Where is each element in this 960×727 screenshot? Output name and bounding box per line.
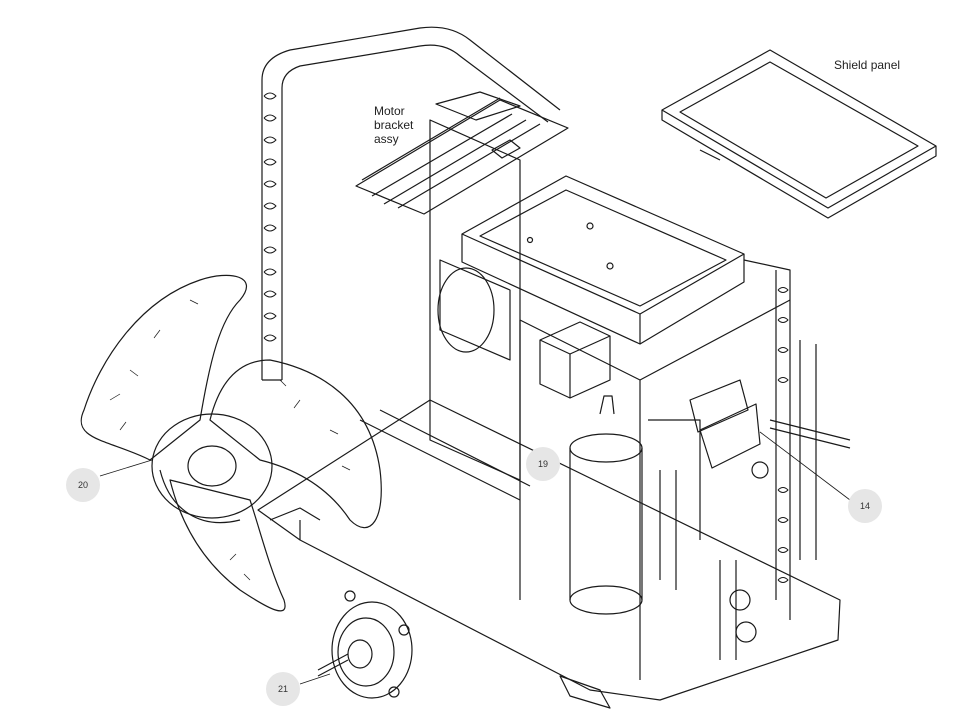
fan-blade <box>80 274 382 612</box>
callout-compressor: 19 <box>526 447 560 481</box>
base-pan <box>257 399 841 709</box>
partition-panel <box>429 119 521 481</box>
condenser-coil <box>261 26 561 381</box>
callout-valve: 14 <box>848 489 882 523</box>
reactor-block <box>539 321 611 399</box>
shield-panel <box>661 49 937 219</box>
callout-fan: 20 <box>66 468 100 502</box>
motor-bracket-label: Motor bracket assy <box>374 104 414 146</box>
cabinet-frame <box>519 259 791 680</box>
motor-bracket-assy <box>355 91 569 215</box>
piping-assembly <box>689 270 851 660</box>
electrical-box <box>461 175 745 345</box>
callout-leaders <box>99 431 851 685</box>
fan-motor <box>317 590 413 699</box>
compressor <box>569 395 701 615</box>
callout-motor: 21 <box>266 672 300 706</box>
shield-panel-label: Shield panel <box>834 58 901 72</box>
